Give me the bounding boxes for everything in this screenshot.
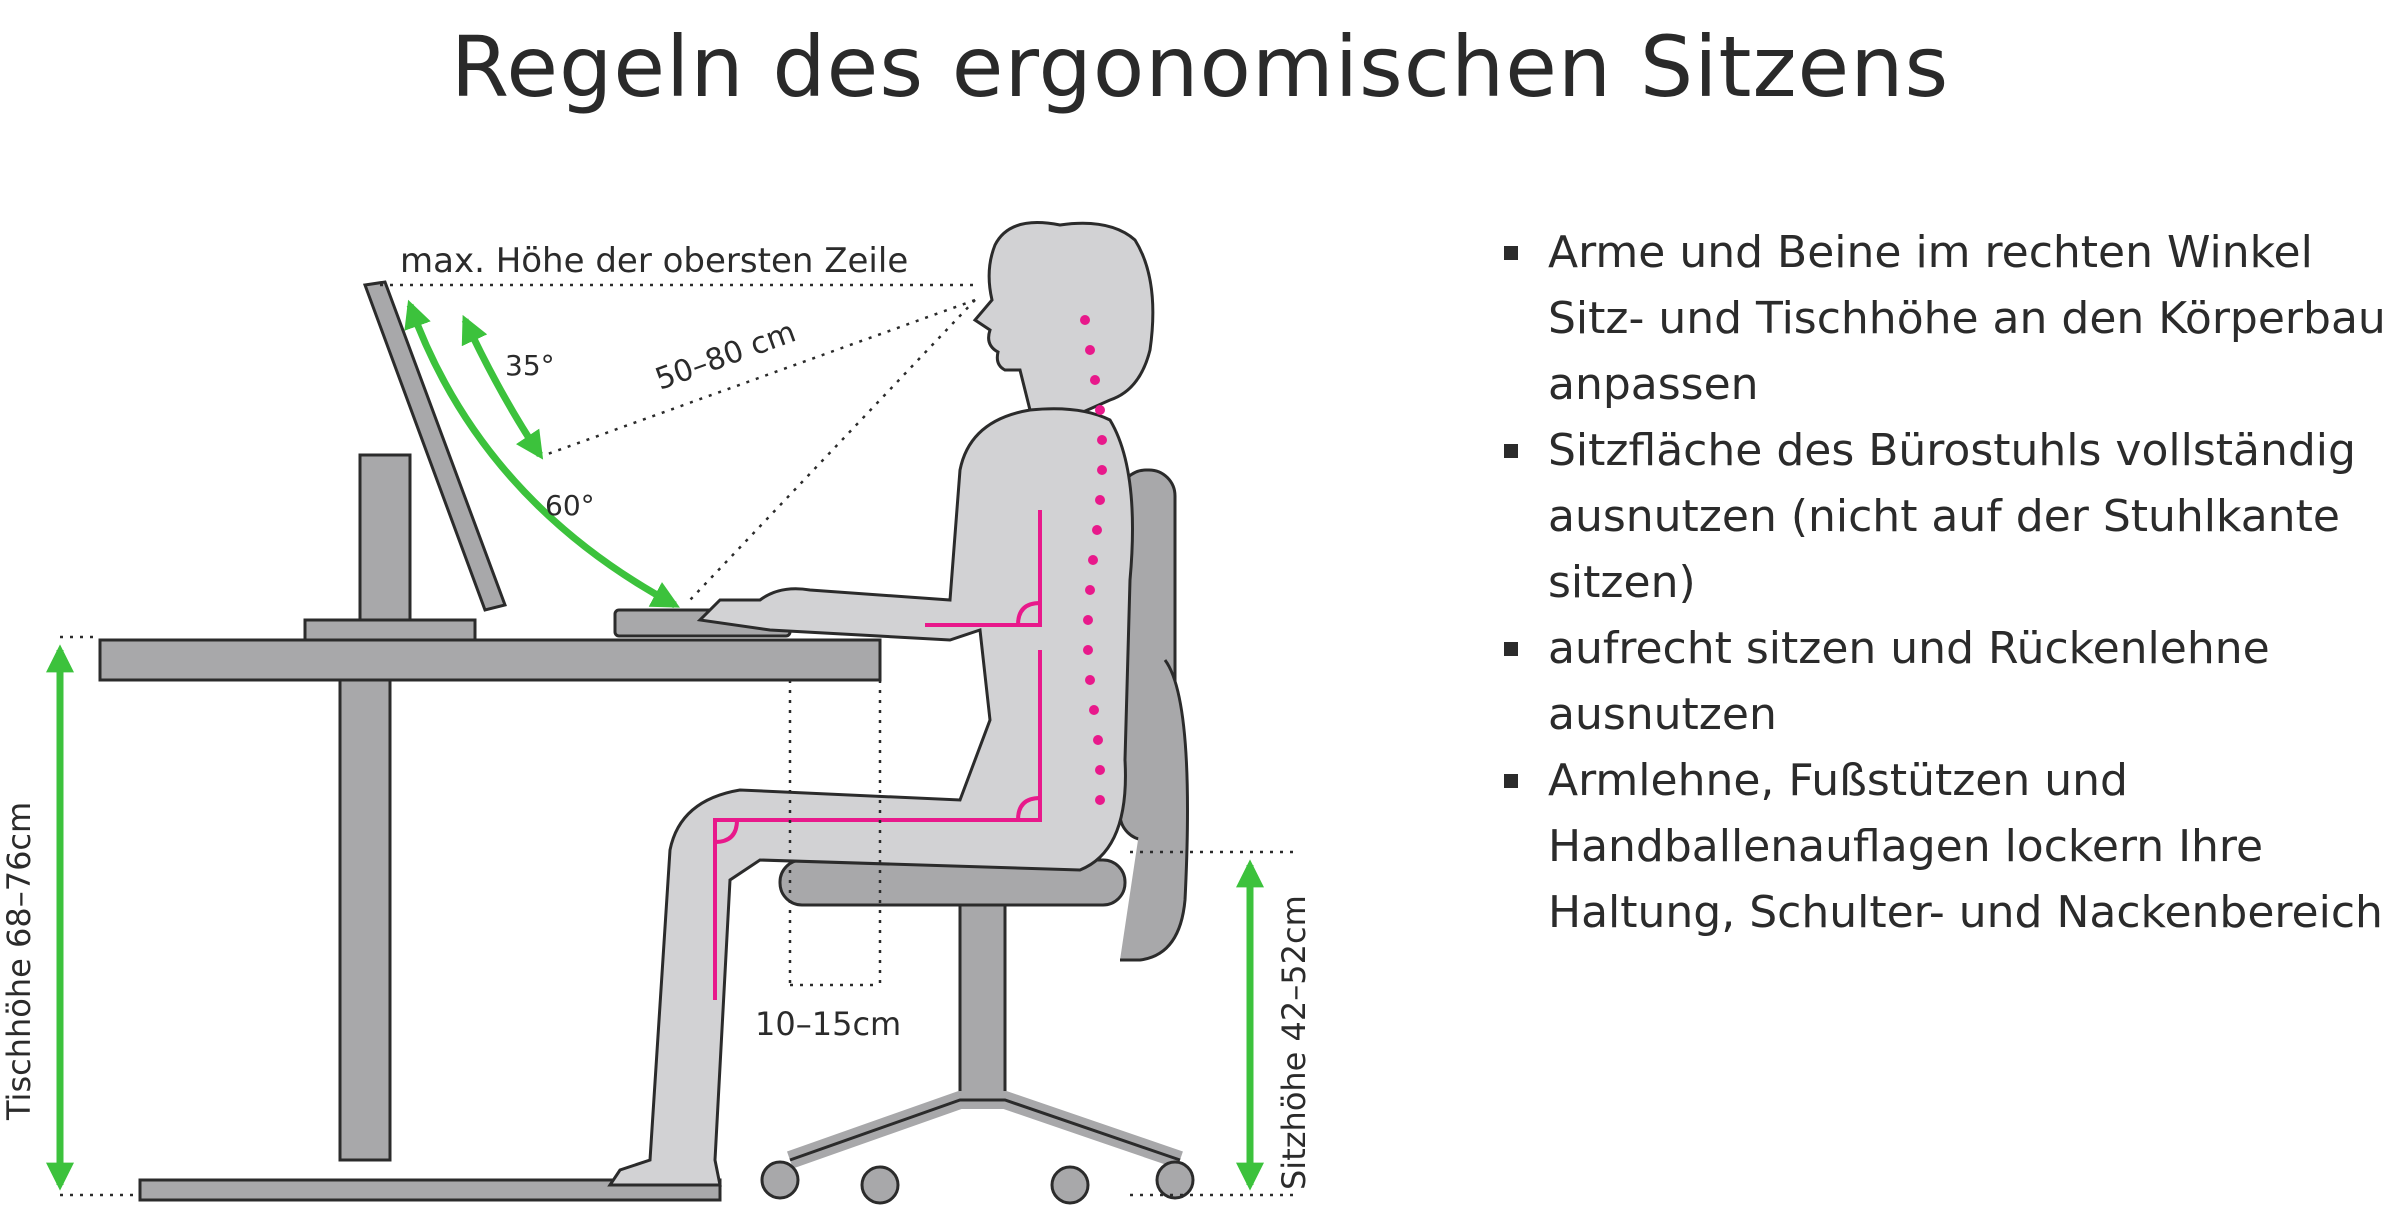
- chair-column: [958, 903, 1007, 1107]
- office-chair: [760, 468, 1195, 1205]
- desk-leg: [338, 678, 392, 1162]
- page-title: Regeln des ergonomischen Sitzens: [450, 18, 1950, 116]
- list-item: Armlehne, Fußstützen und Handballenaufla…: [1500, 748, 2400, 946]
- bullet: [1504, 246, 1518, 260]
- angle-60-label: 60°: [545, 489, 595, 522]
- list-item: Sitzfläche des Bürostuhls vollständig au…: [1500, 418, 2400, 616]
- seated-person: [607, 221, 1155, 1187]
- angle-60-arrow: [404, 299, 680, 609]
- angle-35-label: 35°: [505, 349, 555, 382]
- leg-angle-guide: [713, 650, 1042, 1000]
- chair-wheel: [1050, 1165, 1090, 1205]
- chair-wheel: [860, 1165, 900, 1205]
- desk-top: [98, 638, 882, 682]
- chair-back-support: [1120, 659, 1189, 962]
- table-height-label: Tischhöhe 68–76cm: [0, 802, 38, 1121]
- measurement-arrows: [46, 299, 1264, 1191]
- rules-list: Arme und Beine im rechten Winkel Sitz- u…: [1500, 220, 2400, 946]
- bullet: [1504, 642, 1518, 656]
- monitor-base: [303, 618, 477, 642]
- posture-guides: [713, 510, 1042, 1000]
- arm-angle-guide: [925, 510, 1042, 627]
- distance-label: 50–80 cm: [651, 314, 801, 397]
- desk-foot: [138, 1178, 722, 1202]
- person-body: [607, 407, 1134, 1187]
- seat-height-label: Sitzhöhe 42–52cm: [1275, 895, 1313, 1190]
- top-line-label: max. Höhe der obersten Zeile: [400, 241, 908, 281]
- bullet: [1504, 774, 1518, 788]
- ergonomic-sitting-diagram: max. Höhe der obersten Zeile 35° 60° 50–…: [0, 221, 1313, 1205]
- bullet: [1504, 444, 1518, 458]
- desk: [98, 638, 882, 1202]
- chair-wheel: [1155, 1160, 1195, 1200]
- monitor-stand: [358, 453, 412, 622]
- spine-dots: [1080, 315, 1107, 805]
- chair-wheel: [760, 1160, 800, 1200]
- list-item: Arme und Beine im rechten Winkel Sitz- u…: [1500, 220, 2400, 418]
- knee-gap-label: 10–15cm: [755, 1005, 901, 1043]
- person-head: [972, 221, 1155, 422]
- list-item: aufrecht sitzen und Rückenlehne ausnutze…: [1500, 616, 2400, 748]
